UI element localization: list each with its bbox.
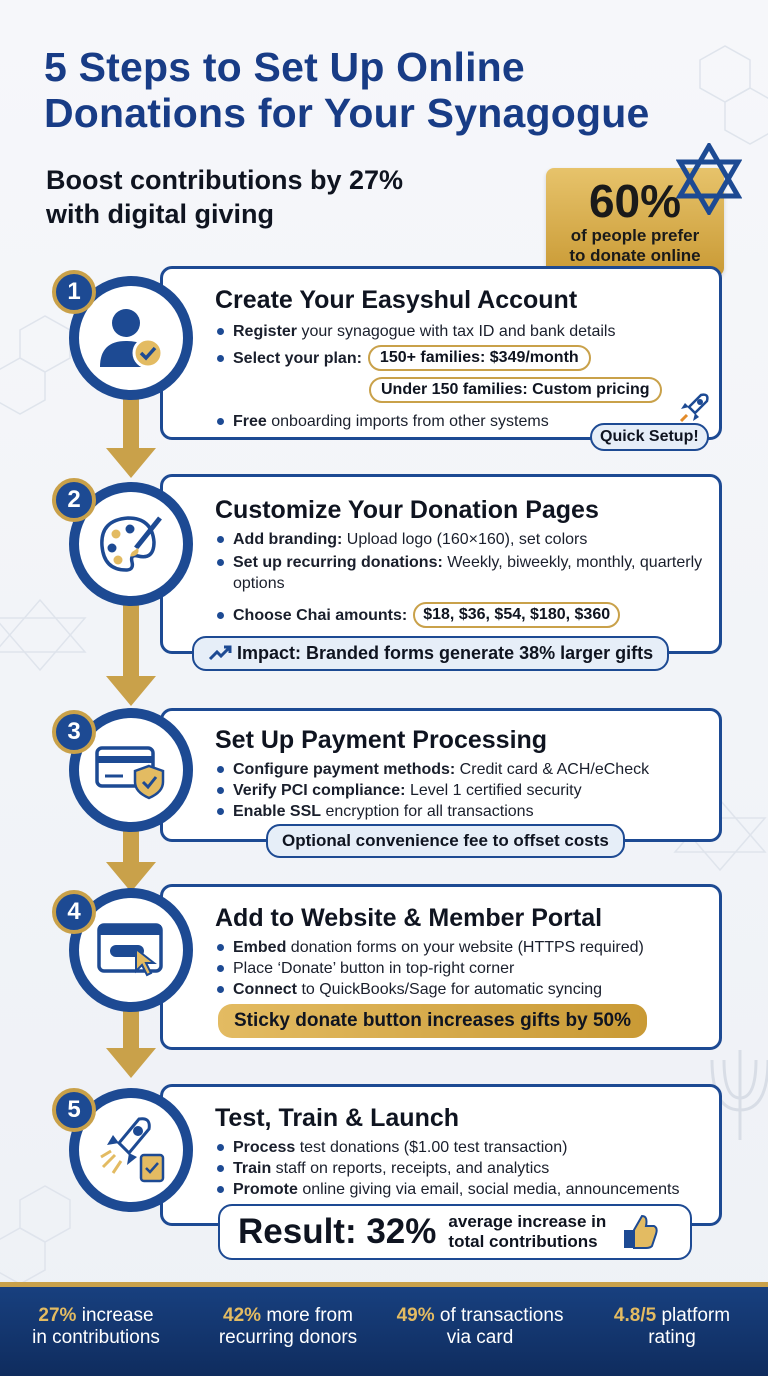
step-2-title: Customize Your Donation Pages [215,496,599,524]
footer-stat: 42% more from recurring donors [218,1305,358,1348]
step-5-card: Test, Train & Launch Process test donati… [160,1084,722,1226]
connector-arrow [106,1048,156,1078]
star-of-david-icon [676,143,742,215]
user-check-icon [100,309,164,369]
step-5-number: 5 [52,1088,96,1132]
connector-arrow [106,448,156,478]
step-4-title: Add to Website & Member Portal [215,904,603,932]
callout-line-2: to donate online [569,246,701,265]
footer-stat: 49% of transactions via card [396,1305,564,1348]
step-1-card: Create Your Easyshul Account Register yo… [160,266,722,440]
step-1-bullet-2: Select your plan: [215,348,362,369]
step-2-card: Customize Your Donation Pages Add brandi… [160,474,722,654]
step-2-number: 2 [52,478,96,522]
step-4-bullet-3: Connect to QuickBooks/Sage for automatic… [215,979,720,1000]
impact-tag: Impact: Branded forms generate 38% large… [192,636,670,671]
stat-callout: 60% of people prefer to donate online [546,168,724,292]
subtitle-line-1: Boost contributions by 27% [46,165,404,195]
footer-stat: 27% increase in contributions [32,1305,160,1348]
title-line-1: 5 Steps to Set Up Online [44,44,525,90]
result-value: Result: 32% [238,1212,437,1251]
callout-value: 60% [588,175,682,227]
rocket-checklist-icon [100,1117,165,1183]
rocket-icon [679,393,709,423]
quick-setup-tag: Quick Setup! [590,423,709,451]
result-banner: Result: 32% average increase in total co… [218,1204,692,1260]
step-1-bullet-3: Free onboarding imports from other syste… [215,411,715,432]
plan-pill: 150+ families: $349/month [367,345,591,371]
step-5-bullet-3: Promote online giving via email, social … [215,1179,720,1200]
step-4-bullet-2: Place ‘Donate’ button in top-right corne… [215,958,720,979]
browser-click-icon [97,923,163,977]
step-4-bullet-1: Embed donation forms on your website (HT… [215,937,720,958]
callout-line-1: of people prefer [570,226,700,245]
thumbs-up-icon [624,1214,658,1249]
footer-stat: 4.8/5 platform rating [613,1305,731,1348]
step-5-bullet-1: Process test donations ($1.00 test trans… [215,1137,720,1158]
step-2-bullet-2: Set up recurring donations: Weekly, biwe… [215,552,715,594]
palette-icon [100,516,162,572]
step-3-title: Set Up Payment Processing [215,726,548,754]
step-5-title: Test, Train & Launch [215,1104,460,1132]
title-line-2: Donations for Your Synagogue [44,90,650,136]
step-1-bullet-1: Register your synagogue with tax ID and … [215,321,715,342]
subtitle: Boost contributions by 27% with digital … [46,163,506,231]
connector-arrow [106,676,156,706]
subtitle-line-2: with digital giving [46,199,274,229]
plan-pill: Under 150 families: Custom pricing [369,377,662,403]
connector-arrow [106,862,156,892]
step-2-bullet-1: Add branding: Upload logo (160×160), set… [215,529,715,550]
trending-up-icon [208,645,232,661]
convenience-fee-tag: Optional convenience fee to offset costs [266,824,625,858]
step-1-number: 1 [52,270,96,314]
credit-card-shield-icon [95,746,165,800]
result-caption: average increase in total contributions [448,1212,607,1251]
sticky-button-tag: Sticky donate button increases gifts by … [218,1004,647,1038]
step-3-bullet-1: Configure payment methods: Credit card &… [215,759,715,780]
step-1-title: Create Your Easyshul Account [215,286,578,314]
page-title: 5 Steps to Set Up Online Donations for Y… [44,44,744,136]
step-5-icon-circle [69,1088,193,1212]
step-3-bullet-2: Verify PCI compliance: Level 1 certified… [215,780,715,801]
step-5-bullet-2: Train staff on reports, receipts, and an… [215,1158,720,1179]
stats-footer: 27% increase in contributions 42% more f… [0,1282,768,1376]
chai-amounts-pill: $18, $36, $54, $180, $360 [413,602,621,628]
step-4-number: 4 [52,890,96,934]
step-3-card: Set Up Payment Processing Configure paym… [160,708,722,842]
step-3-bullet-3: Enable SSL encryption for all transactio… [215,801,715,822]
step-2-bullet-3: Choose Chai amounts: [215,605,407,626]
step-3-number: 3 [52,710,96,754]
